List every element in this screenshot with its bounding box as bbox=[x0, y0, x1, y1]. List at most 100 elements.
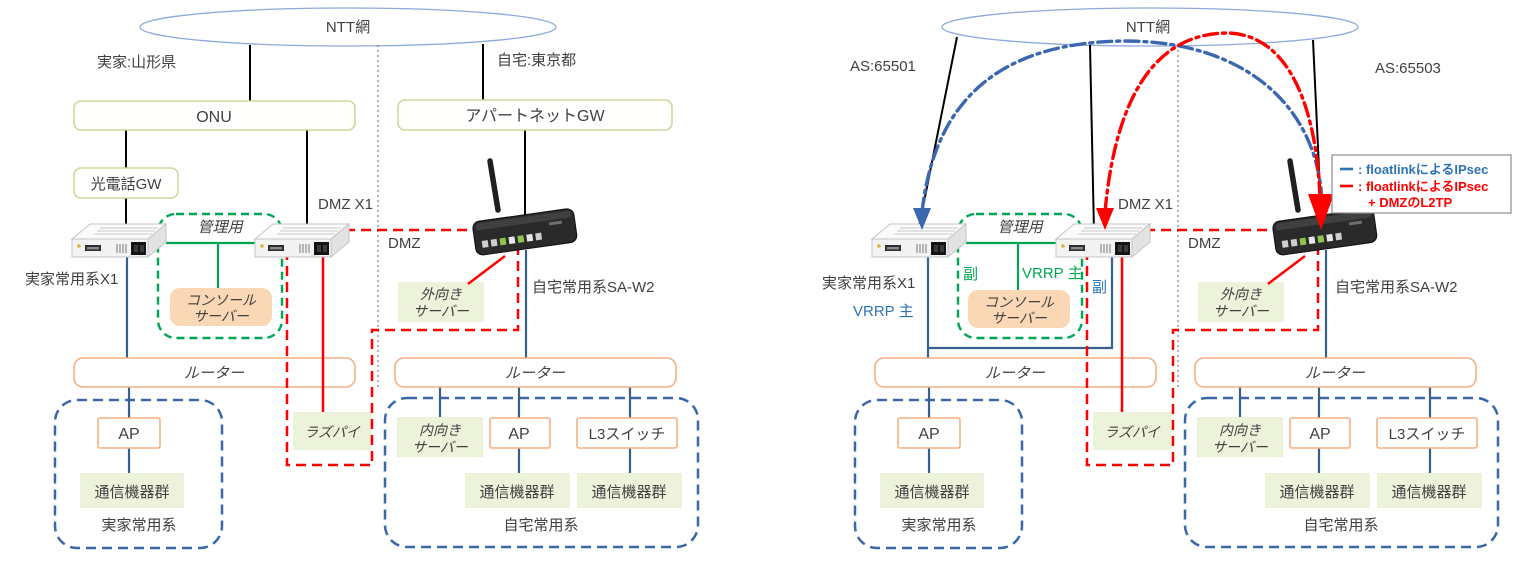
mgmt-group-box bbox=[156, 212, 284, 340]
console-label-2: サーバー bbox=[193, 308, 250, 324]
ntt-cloud bbox=[139, 7, 557, 47]
arrow-red-big-icon bbox=[1308, 194, 1334, 230]
legend-ipsec-l2tp-label: : floatlinkによるIPsec bbox=[1358, 179, 1488, 194]
router-bar-tokyo bbox=[394, 357, 677, 388]
lan-link-lines bbox=[125, 250, 632, 473]
outward-server-box bbox=[1198, 282, 1284, 322]
as-home-label: AS:65501 bbox=[850, 58, 916, 75]
router-bar-tokyo-label: ルーター bbox=[1305, 365, 1366, 382]
dmz-label: DMZ bbox=[1188, 235, 1221, 252]
tokyo-lan-group-box bbox=[383, 396, 700, 549]
saw2-label: 自宅常用系SA-W2 bbox=[532, 279, 655, 296]
home-router-x1-device bbox=[71, 223, 167, 258]
router-x1-label: 実家常用系X1 bbox=[822, 275, 915, 292]
arrow-blue-icon bbox=[913, 208, 931, 230]
vrrp-master-main-label: VRRP 主 bbox=[853, 303, 914, 320]
devices-box-l3 bbox=[1377, 473, 1482, 508]
wan-link-lines bbox=[125, 44, 526, 232]
mgmt-label: 管理用 bbox=[997, 219, 1044, 236]
console-server-box bbox=[968, 290, 1070, 328]
console-server-box bbox=[170, 288, 272, 326]
router-bar-tokyo-label: ルーター bbox=[505, 365, 566, 382]
router-bar-home-label: ルーター bbox=[985, 365, 1046, 382]
raspi-label: ラズパイ bbox=[304, 424, 361, 440]
group-home-label: 実家常用系 bbox=[901, 517, 976, 534]
right-diagram: NTT網 AS:65501 AS:65503 DMZ X1 DMZ 管理用 コン… bbox=[822, 7, 1512, 550]
legend-box bbox=[1331, 154, 1512, 214]
mgmt-link-lines bbox=[966, 241, 1057, 292]
outward-label-2: サーバー bbox=[1213, 303, 1270, 319]
outward-server-link-line bbox=[1267, 255, 1306, 285]
saw2-label: 自宅常用系SA-W2 bbox=[1335, 279, 1458, 296]
mgmt-label: 管理用 bbox=[197, 219, 244, 236]
ipsec-tunnel-arc-blue bbox=[920, 39, 1324, 214]
onu-label: ONU bbox=[196, 109, 232, 126]
left-diagram: NTT網 実家:山形県 自宅:東京都 ONU 光電話GW アパートネットGW D… bbox=[25, 7, 700, 550]
site-home-label: 実家:山形県 bbox=[97, 54, 176, 71]
ap-box-home bbox=[897, 417, 961, 449]
as-tokyo-label: AS:65503 bbox=[1375, 60, 1441, 77]
legend: : floatlinkによるIPsec : floatlinkによるIPsec … bbox=[1331, 154, 1512, 214]
arrow-red-icon bbox=[1096, 208, 1114, 230]
dmz-l2-path bbox=[1085, 250, 1320, 467]
home-lan-group-box bbox=[53, 398, 224, 550]
raspi-label: ラズパイ bbox=[1104, 424, 1161, 440]
home-lan-group-box bbox=[853, 398, 1024, 550]
l3-switch-box bbox=[1376, 417, 1478, 449]
dmz-router-x1-device bbox=[254, 223, 350, 258]
outward-server-box bbox=[398, 282, 484, 322]
vrrp-backup-main-label: 副 bbox=[1092, 279, 1107, 296]
devices-box-ap bbox=[1265, 473, 1370, 508]
devices-l3-label: 通信機器群 bbox=[591, 484, 666, 501]
ntt-cloud-label: NTT網 bbox=[326, 19, 370, 36]
router-x1-label: 実家常用系X1 bbox=[25, 271, 118, 288]
mgmt-group-box bbox=[956, 212, 1084, 340]
devices-box-home bbox=[80, 473, 184, 508]
home-router-x1-device bbox=[871, 223, 967, 258]
inward-server-box bbox=[397, 417, 483, 457]
mgmt-link-lines bbox=[166, 241, 257, 292]
ap-tokyo-label: AP bbox=[508, 426, 529, 443]
dmz-router-x1-device bbox=[1055, 223, 1151, 258]
raspi-box bbox=[293, 412, 372, 450]
l3-switch-box bbox=[576, 417, 678, 449]
vrrp-master-mgmt-label: VRRP 主 bbox=[1022, 265, 1083, 282]
ap-home-label: AP bbox=[118, 426, 139, 443]
raspi-box bbox=[1093, 412, 1172, 450]
group-tokyo-label: 自宅常用系 bbox=[503, 517, 578, 534]
hikari-gw-box bbox=[73, 167, 179, 199]
dmz-x1-label: DMZ X1 bbox=[318, 196, 373, 213]
dmz-x1-label: DMZ X1 bbox=[1118, 196, 1173, 213]
outward-label-2: サーバー bbox=[413, 303, 470, 319]
lan-link-lines bbox=[926, 250, 1432, 473]
tokyo-lan-group-box bbox=[1183, 396, 1500, 549]
console-label-1: コンソール bbox=[186, 292, 257, 308]
ap-box-home bbox=[97, 417, 161, 449]
inward-server-box bbox=[1197, 417, 1283, 457]
vrrp-backup-mgmt-label: 副 bbox=[963, 266, 978, 283]
ap-box-tokyo bbox=[1289, 417, 1351, 449]
devices-box-l3 bbox=[577, 473, 682, 508]
console-label-1: コンソール bbox=[984, 294, 1055, 310]
devices-ap-label: 通信機器群 bbox=[1279, 484, 1354, 501]
outward-server-link-line bbox=[467, 255, 506, 285]
ntt-cloud bbox=[941, 7, 1359, 47]
site-tokyo-label: 自宅:東京都 bbox=[497, 52, 576, 69]
inward-label-1: 内向き bbox=[419, 422, 461, 438]
ap-home-label: AP bbox=[918, 426, 939, 443]
devices-box-home bbox=[880, 473, 984, 508]
devices-home-label: 通信機器群 bbox=[94, 484, 169, 501]
apart-gw-label: アパートネットGW bbox=[465, 107, 605, 125]
devices-home-label: 通信機器群 bbox=[894, 484, 969, 501]
dmz-l2-path bbox=[285, 250, 520, 467]
ap-box-tokyo bbox=[489, 417, 551, 449]
apart-gw-box bbox=[397, 99, 673, 131]
legend-ipsec-label: : floatlinkによるIPsec bbox=[1358, 162, 1488, 177]
legend-l2tp-label: + DMZのL2TP bbox=[1368, 195, 1452, 210]
group-tokyo-label: 自宅常用系 bbox=[1303, 517, 1378, 534]
l3-switch-label: L3スイッチ bbox=[1389, 426, 1466, 443]
l3-switch-label: L3スイッチ bbox=[589, 426, 666, 443]
devices-l3-label: 通信機器群 bbox=[1391, 484, 1466, 501]
